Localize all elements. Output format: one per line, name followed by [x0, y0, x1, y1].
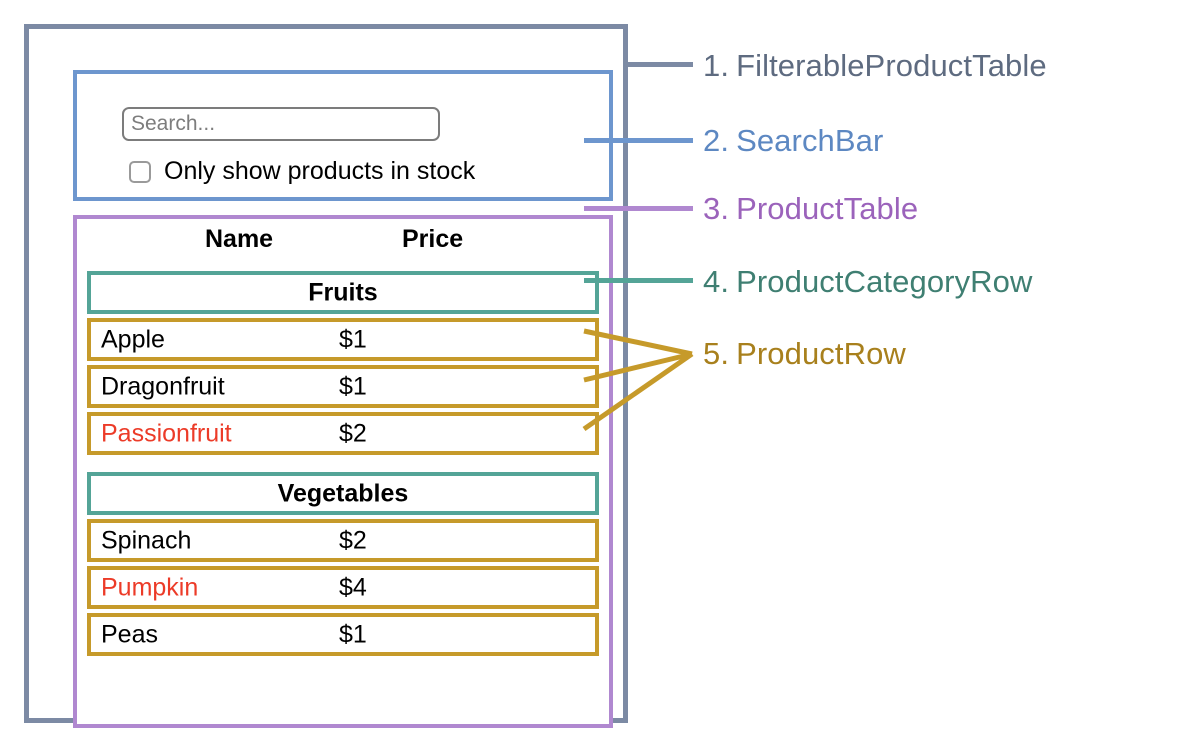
group-spacer: [87, 459, 599, 472]
legend-item-1: 1.FilterableProductTable: [703, 50, 1047, 81]
product-row: Apple $1: [87, 318, 599, 361]
product-category-row: Vegetables: [87, 472, 599, 515]
product-table-box: Name Price Fruits Apple $1 Dragonfruit $…: [73, 215, 613, 728]
leader-line-2: [584, 138, 693, 143]
legend-number: 3.: [703, 191, 730, 226]
product-name: Peas: [101, 620, 158, 648]
in-stock-checkbox[interactable]: [129, 160, 151, 183]
product-price: $2: [339, 526, 367, 554]
legend-number: 1.: [703, 48, 730, 83]
search-bar-box: Search... Only show products in stock: [73, 70, 613, 201]
product-price: $1: [339, 372, 367, 400]
product-row: Peas $1: [87, 613, 599, 656]
legend-item-5: 5.ProductRow: [703, 338, 906, 369]
in-stock-checkbox-label: Only show products in stock: [164, 157, 476, 185]
legend-text: ProductCategoryRow: [736, 264, 1033, 299]
product-name: Passionfruit: [101, 419, 232, 447]
filterable-product-table-box: Search... Only show products in stock Na…: [24, 24, 628, 728]
product-price: $1: [339, 325, 367, 353]
product-category-label: Fruits: [308, 278, 378, 306]
product-name: Dragonfruit: [101, 372, 225, 400]
search-input[interactable]: Search...: [122, 107, 440, 141]
leader-line-3: [584, 206, 693, 211]
product-name: Spinach: [101, 526, 192, 554]
product-row: Dragonfruit $1: [87, 365, 599, 408]
product-category-row: Fruits: [87, 271, 599, 314]
product-row: Pumpkin $4: [87, 566, 599, 609]
column-header-name: Name: [205, 225, 274, 253]
product-table-header: Name Price: [77, 225, 609, 265]
legend-item-3: 3.ProductTable: [703, 193, 918, 224]
product-name: Pumpkin: [101, 573, 199, 601]
legend-text: SearchBar: [736, 123, 884, 158]
legend-text: ProductTable: [736, 191, 919, 226]
legend-text: ProductRow: [736, 336, 906, 371]
in-stock-filter-row[interactable]: Only show products in stock: [129, 159, 475, 184]
leader-line-4: [584, 278, 693, 283]
product-table-body: Fruits Apple $1 Dragonfruit $1 Passionfr…: [87, 271, 599, 660]
legend-number: 2.: [703, 123, 730, 158]
legend-item-4: 4.ProductCategoryRow: [703, 266, 1033, 297]
product-category-label: Vegetables: [277, 479, 409, 507]
legend-text: FilterableProductTable: [736, 48, 1047, 83]
legend-number: 4.: [703, 264, 730, 299]
product-row: Spinach $2: [87, 519, 599, 562]
product-price: $1: [339, 620, 367, 648]
product-price: $4: [339, 573, 367, 601]
product-price: $2: [339, 419, 367, 447]
column-header-price: Price: [402, 225, 464, 253]
leader-line-1: [628, 62, 693, 67]
product-name: Apple: [101, 325, 165, 353]
legend-number: 5.: [703, 336, 730, 371]
legend-item-2: 2.SearchBar: [703, 125, 883, 156]
product-row: Passionfruit $2: [87, 412, 599, 455]
